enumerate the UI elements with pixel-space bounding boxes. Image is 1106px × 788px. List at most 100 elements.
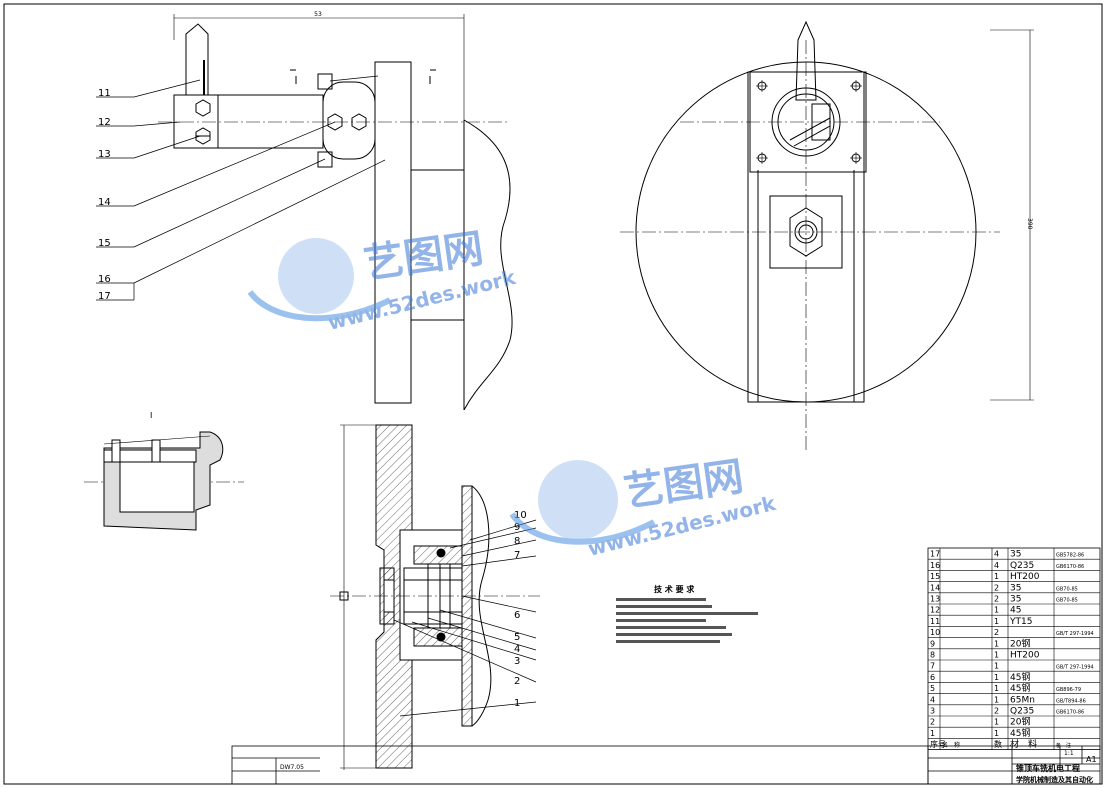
bom-row-13-note: GB70-85: [1056, 598, 1078, 604]
bom-row-8-no: 8: [930, 651, 935, 660]
bom-row-12-mat: 45: [1010, 606, 1021, 616]
bom-row-2-no: 2: [930, 718, 935, 727]
balloon-12: 12: [98, 117, 111, 128]
bom-row-4-mat: 65Mn: [1010, 695, 1035, 705]
balloon-3: 3: [514, 656, 520, 667]
bom-row-8-mat: HT200: [1010, 651, 1040, 661]
drawing-code: DW7.05: [280, 764, 304, 771]
scale-value: 1:1: [1064, 750, 1074, 757]
bom-row-13-mat: 35: [1010, 595, 1021, 605]
balloon-13: 13: [98, 149, 111, 160]
bom-row-17-no: 17: [930, 550, 940, 559]
bom-row-15-qty: 1: [994, 572, 999, 581]
bom-row-14-note: GB70-85: [1056, 586, 1078, 592]
bom-header-name: 名 称: [942, 741, 960, 749]
bom-header-qty: 数: [994, 739, 1002, 749]
sheet-size: A1: [1086, 755, 1097, 764]
bom-row-12-qty: 1: [994, 606, 999, 615]
balloon-2: 2: [514, 676, 520, 687]
bom-row-7-note: GB/T 297-1994: [1056, 665, 1094, 671]
balloon-15: 15: [98, 238, 111, 249]
section-mark: I: [150, 411, 152, 420]
bom-row-17-mat: 35: [1010, 550, 1021, 560]
bom-row-12-no: 12: [930, 606, 940, 615]
bom-row-14-mat: 35: [1010, 583, 1021, 593]
bom-row-6-mat: 45钢: [1010, 671, 1030, 683]
detail-view-I: I: [84, 411, 244, 531]
bom-row-3-no: 3: [930, 707, 935, 716]
title-block-text: 1:1 A1 锥顶车铣机电工程 学院机械制造及其自动化 DW7.05: [280, 750, 1097, 784]
bom-row-11-qty: 1: [994, 617, 999, 626]
drawing-title-2: 学院机械制造及其自动化: [1016, 775, 1093, 784]
bom-row-10-note: GB/T 297-1994: [1056, 631, 1094, 637]
bom-row-15-mat: HT200: [1010, 572, 1040, 582]
technical-requirements: 技 术 要 求: [616, 584, 758, 643]
section-view: [330, 424, 540, 770]
bom-row-1-qty: 1: [994, 729, 999, 738]
balloon-7: 7: [514, 550, 520, 561]
dim-right-label: 390: [1026, 218, 1033, 230]
bom-row-7-no: 7: [930, 662, 935, 671]
bom-row-2-mat: 20钢: [1010, 716, 1030, 728]
balloon-10: 10: [514, 510, 527, 521]
balloon-17: 17: [98, 291, 111, 302]
drawing-frame: [3, 3, 1103, 785]
bom-row-3-qty: 2: [994, 707, 999, 716]
bom-row-3-note: GB6170-86: [1056, 710, 1084, 716]
bom-row-13-no: 13: [930, 595, 940, 604]
balloon-5: 5: [514, 632, 520, 643]
balloon-6: 6: [514, 610, 520, 621]
bom-row-8-qty: 1: [994, 651, 999, 660]
bom-row-10-qty: 2: [994, 628, 999, 637]
bom-row-11-mat: YT15: [1009, 617, 1032, 627]
watermark-bottom: 艺图网 www.52des.work: [509, 454, 779, 561]
balloon-16: 16: [98, 274, 111, 285]
bom-row-4-no: 4: [930, 695, 935, 704]
bom-row-16-qty: 4: [994, 561, 999, 570]
balloon-9: 9: [514, 522, 520, 533]
bom-row-11-no: 11: [930, 617, 940, 626]
bom-row-4-qty: 1: [994, 695, 999, 704]
bom-header-note: 备 注: [1056, 742, 1071, 749]
bom-row-5-qty: 1: [994, 684, 999, 693]
bom-row-17-qty: 4: [994, 550, 999, 559]
bom-row-1-mat: 45钢: [1010, 727, 1030, 739]
bom-row-7-qty: 1: [994, 662, 999, 671]
bom-row-6-no: 6: [930, 673, 935, 682]
bom-row-15-no: 15: [930, 572, 940, 581]
balloon-labels-top: 11 12 13 14 15 16 17: [98, 88, 111, 302]
bom-row-16-no: 16: [930, 561, 940, 570]
balloon-11: 11: [98, 88, 111, 99]
watermark-top: 艺图网 www.52des.work: [247, 226, 519, 335]
drawing-title-1: 锥顶车铣机电工程: [1016, 763, 1080, 773]
bom-row-9-qty: 1: [994, 639, 999, 648]
front-view: 53: [96, 11, 513, 411]
bom-row-9-mat: 20钢: [1010, 637, 1030, 649]
balloon-4: 4: [514, 644, 520, 655]
side-view: 390: [620, 20, 1034, 450]
bom-row-1-no: 1: [930, 729, 935, 738]
bom-row-5-mat: 45钢: [1010, 682, 1030, 694]
bom-row-4-note: GB/T894-86: [1056, 698, 1086, 704]
bom-row-10-no: 10: [930, 628, 940, 637]
bom-header-no: 序号: [930, 739, 946, 749]
bom-row-5-no: 5: [930, 684, 935, 693]
bom-row-14-no: 14: [930, 583, 940, 592]
bom-row-6-qty: 1: [994, 673, 999, 682]
balloon-labels-section: 10 9 8 7 6 5 4 3 2 1: [514, 510, 527, 709]
balloon-1: 1: [514, 698, 520, 709]
bom-row-3-mat: Q235: [1010, 707, 1034, 717]
tech-title: 技 术 要 求: [654, 584, 695, 594]
dim-top-label: 53: [314, 11, 322, 18]
balloon-14: 14: [98, 197, 111, 208]
bom-row-5-note: GB896-79: [1056, 687, 1081, 693]
bom-row-9-no: 9: [930, 639, 935, 648]
bom-row-2-qty: 1: [994, 718, 999, 727]
bom-row-14-qty: 2: [994, 583, 999, 592]
bom-header-mat: 材 料: [1010, 738, 1037, 750]
bom-row-13-qty: 2: [994, 595, 999, 604]
bom-row-16-mat: Q235: [1010, 561, 1034, 571]
